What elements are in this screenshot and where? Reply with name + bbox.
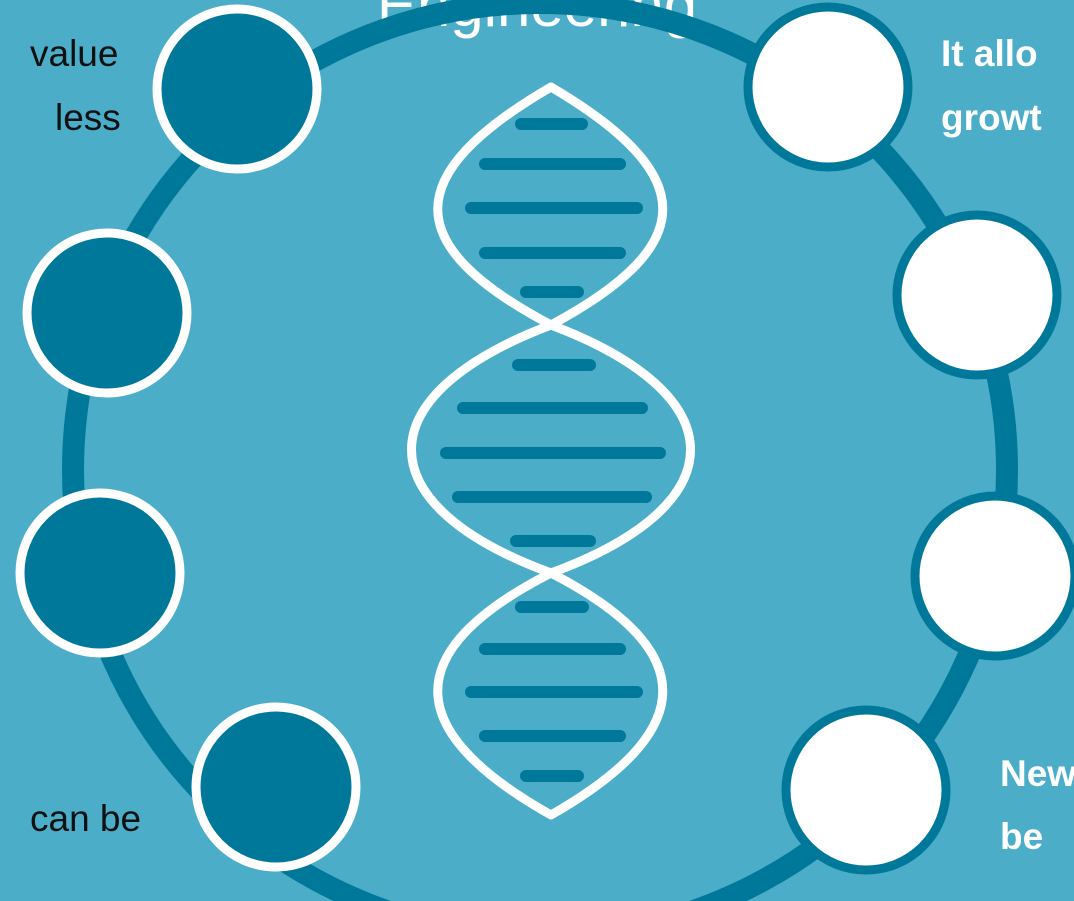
left-text-1-line1: value (30, 33, 119, 74)
right-text-1-line1: It allo (941, 33, 1038, 74)
left-text-2-line1: can be (30, 798, 142, 839)
right-text-2-line2: be (1000, 816, 1044, 857)
main-ring (62, 0, 1018, 901)
right-node-4 (781, 705, 951, 875)
left-node-4 (191, 702, 361, 872)
left-node-2 (22, 228, 192, 398)
right-node-3 (910, 491, 1074, 661)
left-node-3 (15, 488, 185, 658)
left-text-1-line2: less (55, 97, 121, 138)
right-text-2-line1: New (1000, 753, 1074, 794)
right-text-1-line2: growt (941, 97, 1042, 138)
right-node-1 (743, 2, 913, 172)
right-node-2 (892, 210, 1062, 380)
left-node-1 (152, 4, 322, 174)
dna-helix-icon (407, 82, 695, 820)
